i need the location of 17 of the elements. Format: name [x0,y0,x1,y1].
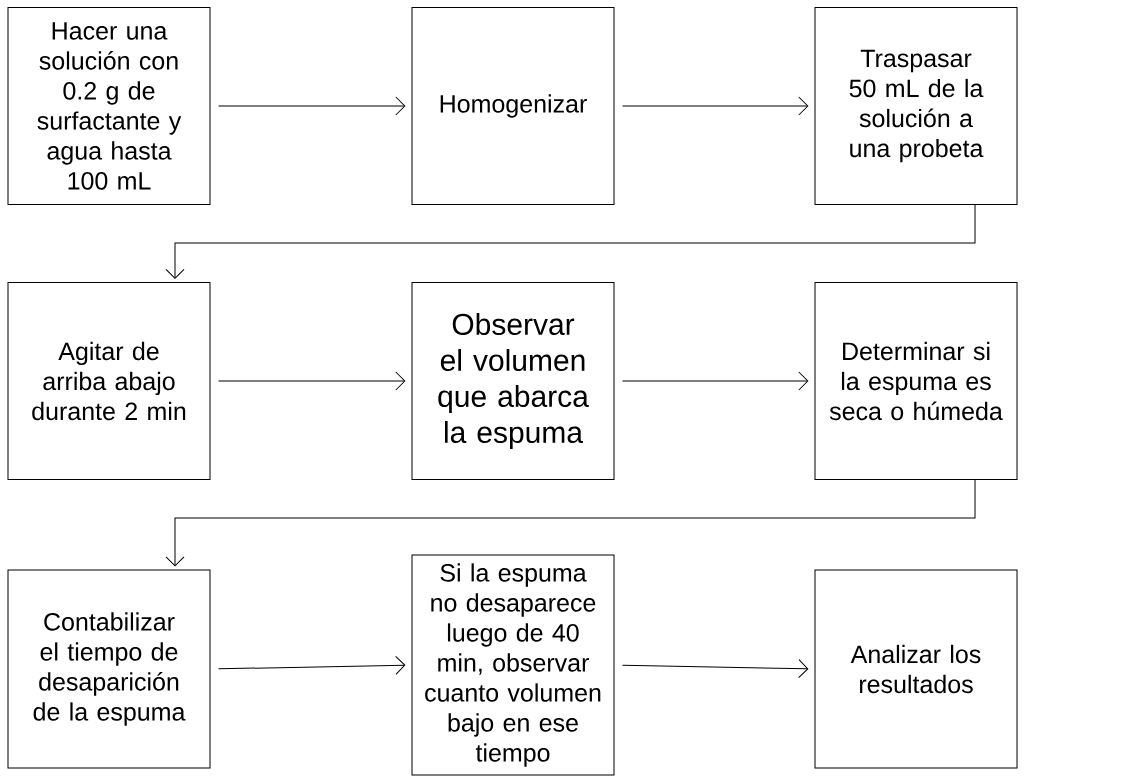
process-box: Si la espuma no desaparece luego de 40 min, observar cuanto volumen bajo en ese tiempo [411,554,615,776]
process-box: Determinar si la espuma es seca o húmeda [814,282,1018,480]
arrow [218,655,406,675]
arrow [622,659,809,679]
process-box: Hacer una solución con 0.2 g de surfactante y agua hasta 100 mL [7,7,211,205]
process-box: Homogenizar [411,7,615,205]
arrow [622,371,809,391]
arrow [218,371,406,391]
process-box: Traspasar 50 mL de la solución a una probeta [814,7,1018,205]
process-box: Analizar los resultados [814,569,1018,769]
arrow [218,96,406,116]
process-box: Contabilizar el tiempo de desaparición de la espuma [7,569,211,769]
arrow [165,204,976,279]
arrow [165,479,976,567]
process-box: Observar el volumen que abarca la espuma [411,282,615,480]
arrow [622,96,809,116]
process-box: Agitar de arriba abajo durante 2 min [7,282,211,480]
